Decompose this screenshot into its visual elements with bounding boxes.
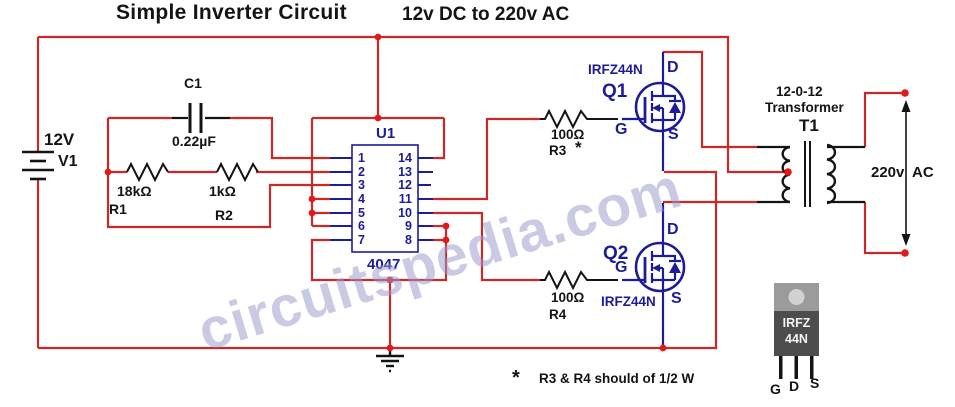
u1-part-label: 4047 (367, 256, 401, 273)
u1-pin-5: 5 (358, 206, 365, 220)
package-pin-d-label: D (789, 378, 800, 394)
transformer-rating-label: 12-0-12 (776, 84, 823, 99)
q2-source-label: S (671, 290, 682, 307)
ic-4047 (330, 144, 433, 253)
r3-ref-label: R3 (549, 143, 567, 158)
transformer-symbol (757, 141, 865, 207)
battery-symbol (22, 150, 54, 181)
output-unit-label: AC (912, 164, 934, 181)
package-part-line1: IRFZ (782, 316, 811, 330)
u1-pin-8: 8 (405, 233, 412, 247)
resistor-r4-symbol (540, 269, 618, 291)
transformer-type-label: Transformer (765, 100, 844, 115)
u1-pin-9: 9 (405, 219, 412, 233)
r4-ref-label: R4 (549, 307, 567, 322)
junction-dots (104, 33, 909, 352)
title-spec: 12v DC to 220v AC (402, 4, 570, 25)
note-text: R3 & R4 should of 1/2 W (539, 371, 695, 386)
r2-ref-label: R2 (215, 207, 233, 223)
resistor-r3-symbol (540, 108, 618, 130)
note-asterisk: * (512, 367, 520, 389)
u1-pin-12: 12 (398, 178, 412, 192)
u1-pin-7: 7 (358, 233, 365, 247)
mosfet-q1-symbol (622, 52, 686, 171)
resistor-r2-symbol (216, 161, 259, 183)
to220-package (774, 283, 819, 379)
c1-value-label: 0.22µF (172, 133, 216, 149)
r2-value-label: 1kΩ (209, 183, 236, 199)
q2-ref-label: Q2 (603, 243, 629, 264)
q2-gate-label: G (615, 259, 628, 276)
u1-ref-label: U1 (376, 125, 396, 142)
resistor-r1-symbol (126, 161, 169, 183)
battery-ref-label: V1 (58, 153, 78, 170)
battery-voltage-label: 12V (44, 130, 75, 149)
q1-drain-label: D (667, 59, 679, 76)
q2-drain-label: D (667, 221, 679, 238)
r1-value-label: 18kΩ (117, 183, 152, 199)
u1-pin-2: 2 (358, 165, 365, 179)
title-main: Simple Inverter Circuit (116, 1, 347, 24)
q1-gate-label: G (615, 121, 628, 138)
output-voltage-arrow (901, 100, 911, 246)
u1-pin-4: 4 (358, 192, 365, 206)
q1-source-label: S (668, 126, 679, 143)
u1-pin-3: 3 (358, 178, 365, 192)
package-pin-g-label: G (770, 381, 781, 397)
u1-pin-13: 13 (398, 165, 412, 179)
q1-part-label: IRFZ44N (588, 62, 643, 77)
r1-ref-label: R1 (109, 201, 127, 217)
r3-note-asterisk: * (575, 138, 582, 157)
u1-pin-10: 10 (398, 206, 412, 220)
transformer-ref-label: T1 (799, 116, 819, 135)
power-and-signal-wires (36, 35, 905, 350)
capacitor-symbol (172, 103, 230, 133)
mounting-hole (788, 289, 805, 305)
r3-value-label: 100Ω (551, 127, 585, 142)
ic-pin-stubs (330, 157, 433, 241)
q1-ref-label: Q1 (602, 81, 628, 102)
q2-part-label: IRFZ44N (601, 294, 656, 309)
package-pin-s-label: S (810, 375, 820, 391)
c1-ref-label: C1 (184, 75, 202, 91)
u1-pin-14: 14 (398, 151, 412, 165)
u1-pin-6: 6 (358, 219, 365, 233)
output-voltage-label: 220v (871, 164, 905, 181)
r4-value-label: 100Ω (551, 290, 585, 305)
u1-pin-1: 1 (358, 151, 365, 165)
package-part-line2: 44N (785, 332, 808, 346)
mosfet-q2-symbol (622, 203, 686, 345)
ground-symbol (376, 348, 404, 373)
u1-pin-11: 11 (398, 192, 412, 206)
